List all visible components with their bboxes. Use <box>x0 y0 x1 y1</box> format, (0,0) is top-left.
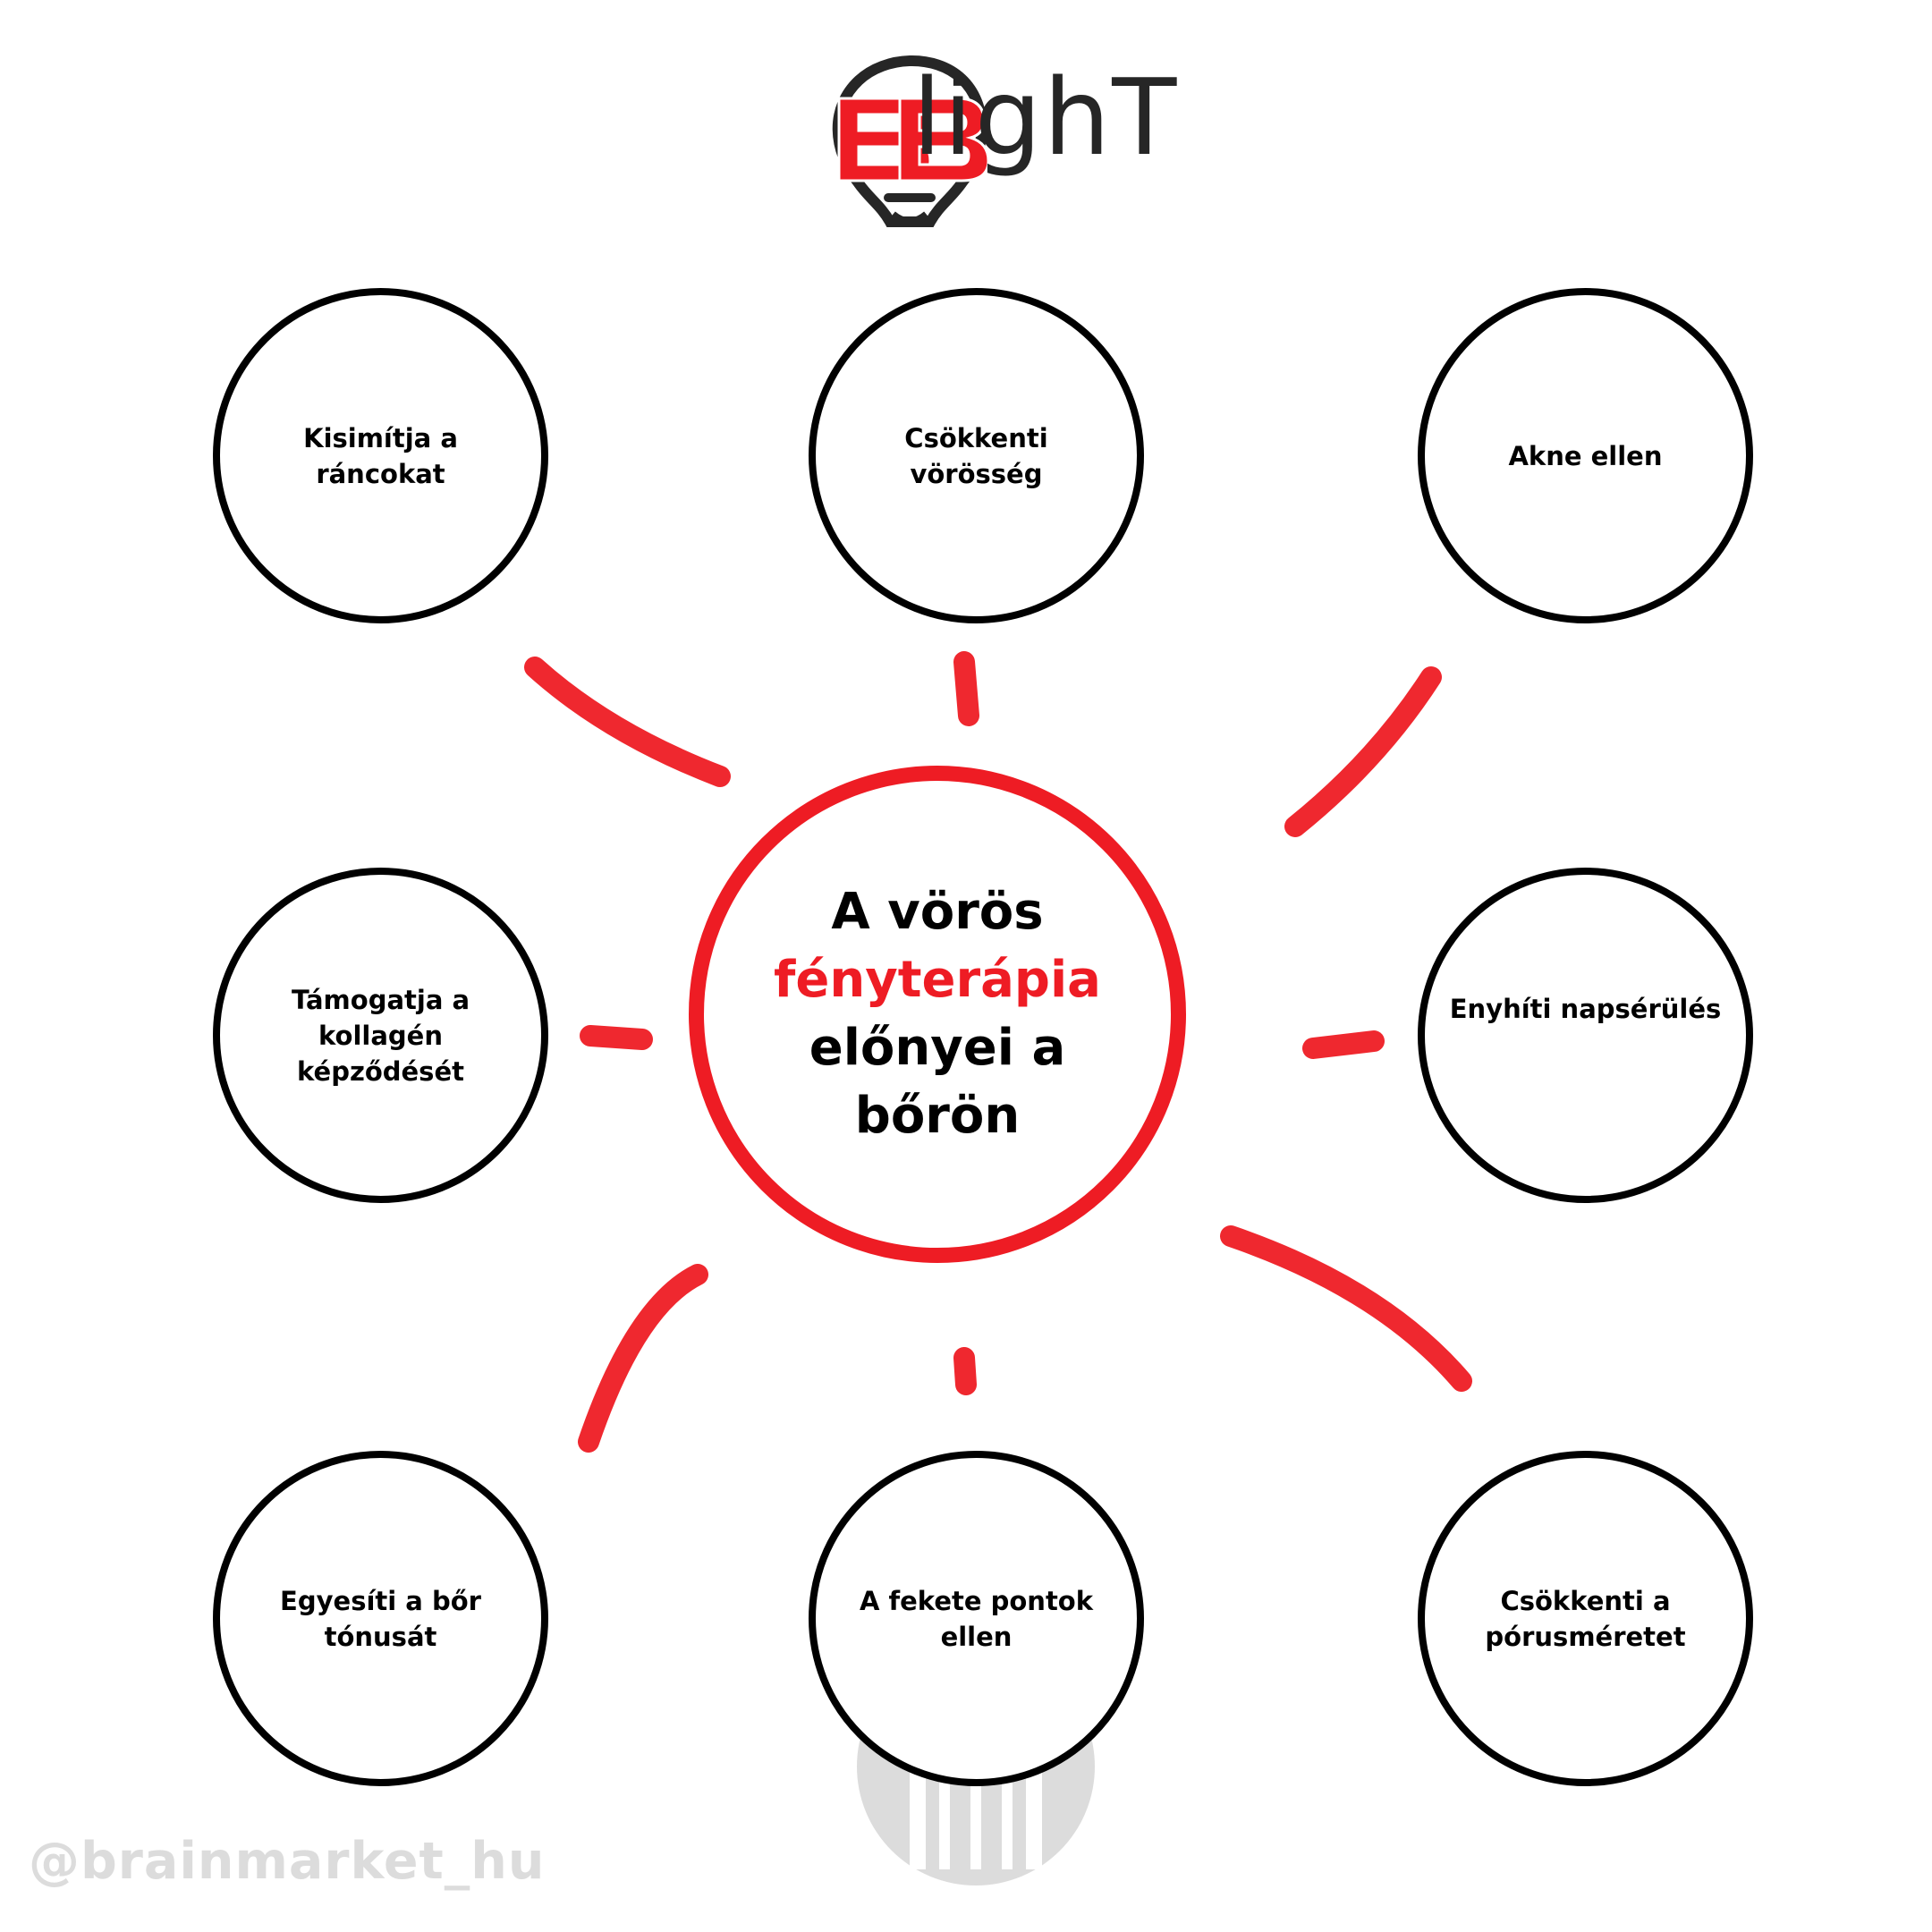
benefit-label: Csökkenti a pórusméretet <box>1485 1585 1686 1652</box>
benefit-label: Kisimítja a ráncokat <box>303 422 458 489</box>
benefit-label: Csökkenti vörösség <box>904 422 1048 489</box>
center-topic-node: A vörös fényterápia előnyei a bőrön <box>689 766 1186 1263</box>
center-title-line1: A vörös <box>831 883 1044 941</box>
connector-bottom <box>953 1347 977 1395</box>
connector-top-left <box>524 657 731 787</box>
bblight-logo <box>832 55 990 227</box>
center-title: A vörös fényterápia előnyei a bőrön <box>727 878 1148 1150</box>
connector-bottom-right <box>1220 1225 1472 1392</box>
benefit-label: A fekete pontok ellen <box>859 1585 1094 1652</box>
benefit-label: Egyesíti a bőr tónusát <box>280 1585 481 1652</box>
connector-top <box>953 651 979 726</box>
benefit-node-skin-tone: Egyesíti a bőr tónusát <box>213 1451 548 1786</box>
connector-right <box>1302 1030 1385 1059</box>
light-bulb-icon <box>832 55 987 227</box>
benefit-node-redness: Csökkenti vörösség <box>809 288 1144 623</box>
watermark-handle: @brainmarket_hu <box>29 1832 546 1891</box>
benefit-node-wrinkles: Kisimítja a ráncokat <box>213 288 548 623</box>
benefit-node-sun-damage: Enyhíti napsérülés <box>1418 868 1753 1203</box>
benefit-label: Enyhíti napsérülés <box>1449 993 1722 1024</box>
connector-left <box>580 1025 653 1050</box>
benefit-node-acne: Akne ellen <box>1418 288 1753 623</box>
connector-bottom-left <box>578 1264 708 1453</box>
benefit-label: Támogatja a kollagén képződését <box>291 984 470 1087</box>
benefit-label: Akne ellen <box>1508 440 1663 471</box>
bb-letters-icon <box>837 97 990 182</box>
benefit-node-blackheads: A fekete pontok ellen <box>809 1451 1144 1786</box>
connector-top-right <box>1284 666 1442 837</box>
benefit-node-pores: Csökkenti a pórusméretet <box>1418 1451 1753 1786</box>
benefit-node-collagen: Támogatja a kollagén képződését <box>213 868 548 1203</box>
center-title-line3: előnyei a bőrön <box>809 1019 1066 1145</box>
center-title-highlight: fényterápia <box>774 951 1101 1009</box>
logo-wordmark: lighT <box>912 55 1179 179</box>
